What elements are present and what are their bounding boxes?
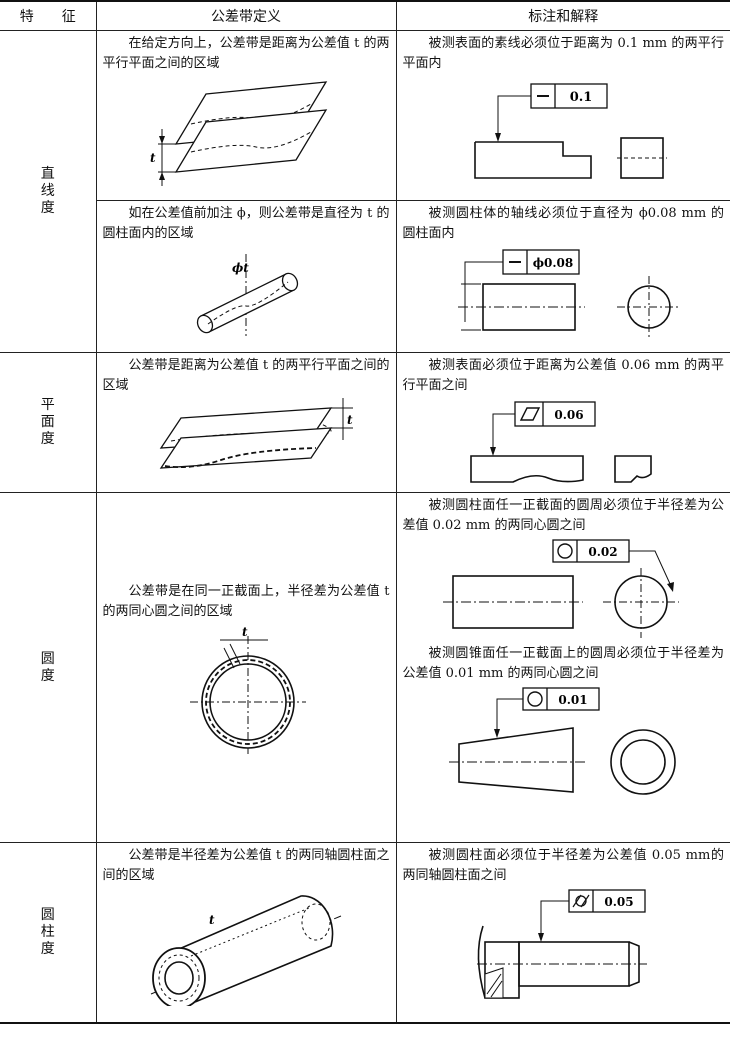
roundness-zone-figure: t	[190, 625, 306, 754]
svg-text:0.1: 0.1	[570, 90, 593, 105]
svg-text:0.02: 0.02	[589, 545, 618, 559]
definition-text: 如在公差值前加注 ϕ，则公差带是直径为 t 的圆柱面内的区域	[102, 206, 390, 241]
straightness-drawing: 0.1	[474, 83, 668, 179]
feature-cylindricity: 圆柱度	[0, 842, 97, 1023]
explanation-text: 被测表面必须位于距离为公差值 0.06 mm 的两平行平面之间	[402, 358, 725, 393]
feature-straightness: 直线度	[0, 30, 97, 353]
svg-text:ϕ0.08: ϕ0.08	[533, 256, 574, 270]
cylindricity-zone-figure: t	[150, 895, 342, 1006]
annotation-cell: 被测表面的素线必须位于距离为 0.1 mm 的两平行平面内 0.1	[395, 30, 730, 201]
feature-roundness: 圆度	[0, 492, 97, 843]
flatness-symbol-icon	[520, 407, 541, 421]
header-feature: 特 征	[0, 0, 97, 31]
svg-text:t: t	[209, 913, 215, 927]
definition-cell: 如在公差值前加注 ϕ，则公差带是直径为 t 的圆柱面内的区域 ϕt	[96, 200, 397, 353]
straightness-plane-zone-figure: t	[150, 81, 328, 186]
circularity-symbol-icon	[557, 543, 573, 559]
row-flatness: 平面度 公差带是距离为公差值 t 的两平行平面之间的区域 t 被测表面必须位于距…	[0, 352, 730, 493]
definition-cell: 公差带是在同一正截面上，半径差为公差值 t 的两同心圆之间的区域 t	[95, 492, 397, 843]
circularity-symbol-icon	[527, 691, 543, 707]
flatness-drawing: 0.06	[470, 401, 653, 483]
svg-text:0.05: 0.05	[605, 895, 634, 909]
header-row: 特 征 公差带定义 标注和解释	[0, 0, 730, 31]
definition-text: 公差带是半径差为公差值 t 的两同轴圆柱面之间的区域	[102, 848, 390, 883]
roundness-cylinder-drawing: 0.02	[443, 539, 680, 638]
header-annotation: 标注和解释	[395, 0, 730, 31]
definition-text: 公差带是在同一正截面上，半径差为公差值 t 的两同心圆之间的区域	[102, 583, 390, 619]
row-straightness-2: 如在公差值前加注 ϕ，则公差带是直径为 t 的圆柱面内的区域 ϕt 被测圆柱体的…	[0, 200, 730, 353]
definition-cell: 公差带是距离为公差值 t 的两平行平面之间的区域 t	[95, 352, 397, 493]
flatness-zone-figure: t	[159, 398, 353, 469]
explanation-text: 被测表面的素线必须位于距离为 0.1 mm 的两平行平面内	[402, 36, 725, 71]
annotation-cell: 被测圆柱体的轴线必须位于直径为 ϕ0.08 mm 的圆柱面内 ϕ0.08	[395, 200, 730, 353]
row-cylindricity: 圆柱度 公差带是半径差为公差值 t 的两同轴圆柱面之间的区域 t 被测圆柱面必须…	[0, 842, 730, 1023]
svg-text:0.01: 0.01	[559, 693, 588, 707]
annotation-cell: 被测圆柱面任一正截面的圆周必须位于半径差为公差值 0.02 mm 的两同心圆之间…	[395, 492, 730, 843]
axis-straightness-drawing: ϕ0.08	[458, 249, 682, 338]
definition-text: 公差带是距离为公差值 t 的两平行平面之间的区域	[102, 358, 390, 393]
svg-text:t: t	[347, 413, 353, 427]
explanation-text-cylinder: 被测圆柱面任一正截面的圆周必须位于半径差为公差值 0.02 mm 的两同心圆之间	[402, 498, 725, 533]
explanation-text: 被测圆柱面必须位于半径差为公差值 0.05 mm的两同轴圆柱面之间	[402, 848, 725, 883]
svg-text:0.06: 0.06	[555, 408, 584, 422]
svg-text:ϕt: ϕt	[232, 261, 249, 275]
explanation-text: 被测圆柱体的轴线必须位于直径为 ϕ0.08 mm 的圆柱面内	[402, 206, 725, 241]
row-roundness: 圆度 公差带是在同一正截面上，半径差为公差值 t 的两同心圆之间的区域 t 被测…	[0, 492, 730, 843]
definition-text: 在给定方向上，公差带是距离为公差值 t 的两平行平面之间的区域	[102, 36, 390, 71]
svg-text:t: t	[242, 625, 248, 639]
roundness-cone-drawing: 0.01	[449, 687, 677, 795]
annotation-cell: 被测圆柱面必须位于半径差为公差值 0.05 mm的两同轴圆柱面之间 0.05	[395, 842, 730, 1023]
annotation-cell: 被测表面必须位于距离为公差值 0.06 mm 的两平行平面之间 0.06	[395, 352, 730, 493]
row-straightness-1: 直线度 在给定方向上，公差带是距离为公差值 t 的两平行平面之间的区域 t	[0, 30, 730, 353]
straightness-cylinder-zone-figure: ϕt	[196, 254, 299, 336]
feature-flatness: 平面度	[0, 352, 97, 493]
definition-cell: 公差带是半径差为公差值 t 的两同轴圆柱面之间的区域 t	[95, 842, 397, 1023]
definition-cell: 在给定方向上，公差带是距离为公差值 t 的两平行平面之间的区域 t	[95, 30, 397, 201]
header-definition: 公差带定义	[95, 0, 397, 31]
explanation-text-cone: 被测圆锥面任一正截面上的圆周必须位于半径差为公差值 0.01 mm 的两同心圆之…	[402, 646, 725, 681]
zone-label: t	[150, 151, 156, 165]
cylindricity-drawing: 0.05	[477, 889, 648, 999]
